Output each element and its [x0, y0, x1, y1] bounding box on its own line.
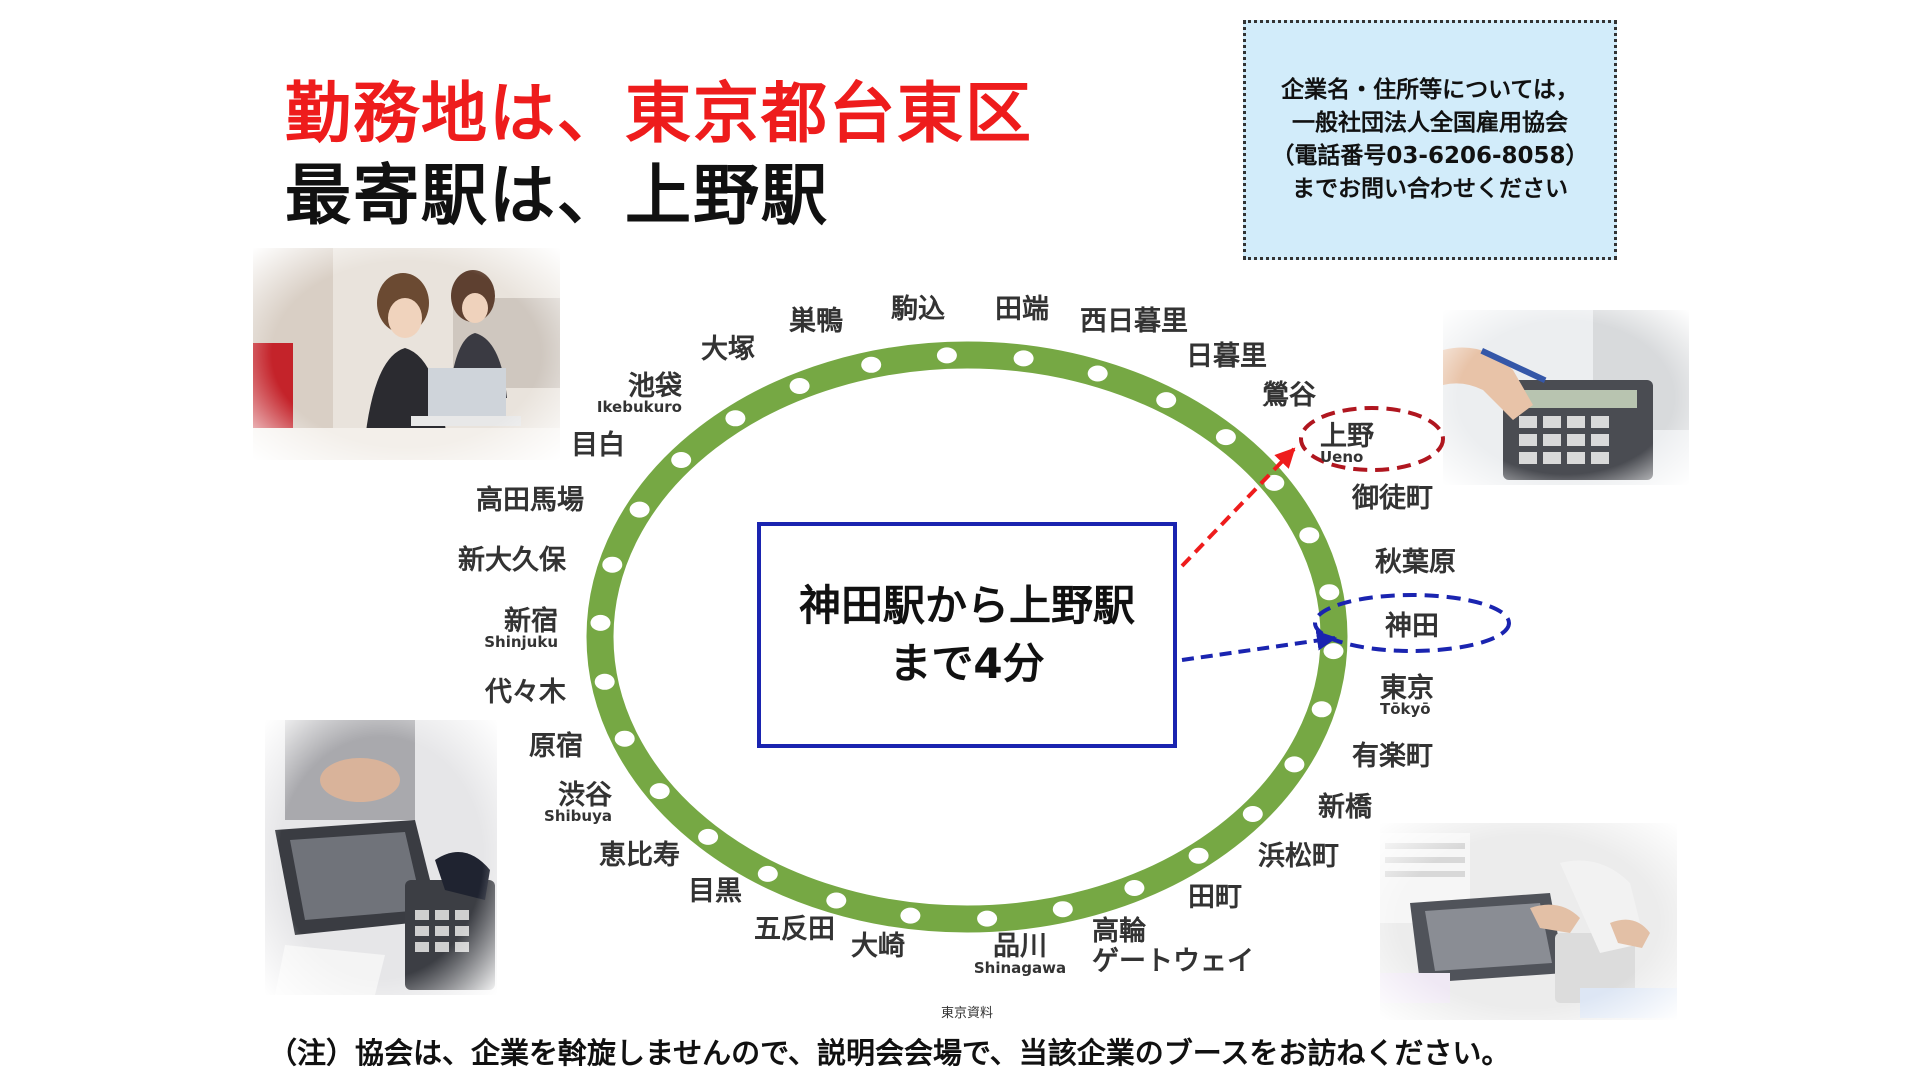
station-dot	[1052, 901, 1073, 918]
station-dot	[1156, 392, 1177, 409]
station-label-nishinippori: 西日暮里	[1080, 306, 1188, 337]
station-dot	[757, 865, 778, 882]
station-label-shibuya-en: Shibuya	[544, 807, 612, 825]
station-label-takanawa-2: ゲートウェイ	[1092, 946, 1254, 977]
ueno-highlight-oval	[1299, 406, 1445, 472]
station-dot	[1215, 429, 1236, 446]
station-label-ikebukuro-en: Ikebukuro	[597, 398, 682, 416]
station-label-tabata: 田端	[995, 294, 1049, 325]
contact-box: 企業名・住所等については， 一般社団法人全国雇用協会 （電話番号03-6206-…	[1243, 20, 1617, 260]
travel-time-line-1: 神田駅から上野駅	[798, 581, 1135, 630]
station-label-ebisu: 恵比寿	[599, 840, 680, 871]
station-dot	[936, 347, 957, 364]
station-label-komagome: 駒込	[891, 294, 945, 325]
station-dot	[977, 910, 998, 927]
station-label-nippori: 日暮里	[1186, 341, 1267, 372]
station-dot	[698, 828, 719, 845]
station-dot	[594, 673, 615, 690]
station-dot	[1264, 474, 1285, 491]
station-label-tokyo-en: Tōkyō	[1380, 700, 1431, 718]
station-dot	[1319, 584, 1340, 601]
station-label-uguisudani: 鶯谷	[1262, 380, 1317, 411]
station-dot	[602, 556, 623, 573]
contact-line: 一般社団法人全国雇用協会	[1292, 110, 1568, 136]
station-dot	[614, 730, 635, 747]
station-label-yurakucho: 有楽町	[1352, 741, 1433, 772]
station-label-okachimachi: 御徒町	[1351, 483, 1433, 514]
station-label-sugamo: 巣鴨	[788, 306, 843, 337]
station-dot	[1323, 643, 1344, 660]
station-label-otsuka: 大塚	[701, 334, 755, 365]
station-dots	[590, 347, 1344, 927]
station-dot	[789, 378, 810, 394]
arrow-to-kanda	[1181, 630, 1337, 662]
station-label-mejiro: 目白	[571, 429, 625, 461]
station-label-shinagawa-en: Shinagawa	[974, 959, 1066, 977]
station-label-yoyogi: 代々木	[484, 677, 566, 708]
station-label-ueno: 上野	[1320, 421, 1374, 452]
headline-location: 勤務地は、東京都台東区	[285, 75, 1033, 152]
station-label-shimbashi: 新橋	[1318, 791, 1373, 823]
paperwork-calculator-photo	[1380, 823, 1677, 1020]
station-label-kanda: 神田	[1385, 611, 1439, 642]
station-dot	[1013, 350, 1034, 367]
headline-nearest-station: 最寄駅は、上野駅	[285, 157, 829, 234]
footnote: （注）協会は、企業を斡旋しませんので、説明会会場で、当該企業のブースをお訪ねくだ…	[268, 1036, 1511, 1070]
station-label-takadanobaba: 高田馬場	[476, 484, 584, 516]
station-label-gotanda: 五反田	[754, 914, 835, 945]
contact-line: 企業名・住所等については，	[1281, 77, 1579, 103]
station-label-akihabara: 秋葉原	[1375, 547, 1456, 578]
station-label-shinagawa: 品川	[993, 931, 1047, 962]
station-label-tokyo: 東京	[1380, 672, 1434, 704]
station-label-shibuya: 渋谷	[558, 780, 613, 811]
station-dot	[590, 614, 611, 631]
calculator-hands-photo	[1443, 310, 1689, 485]
travel-time-box: 神田駅から上野駅 まで4分	[757, 522, 1177, 748]
station-label-shinjuku-en: Shinjuku	[484, 633, 558, 651]
station-label-takanawa-1: 高輪	[1092, 915, 1147, 947]
station-dot	[671, 452, 692, 468]
station-label-shinjuku: 新宿	[504, 605, 558, 637]
station-label-ueno-en: Ueno	[1320, 448, 1363, 466]
station-label-meguro: 目黒	[688, 876, 742, 907]
travel-time-line-2: まで4分	[889, 639, 1045, 688]
station-dot	[1087, 365, 1108, 382]
kanda-highlight-oval	[1313, 593, 1511, 653]
station-dot	[861, 356, 882, 373]
station-dot	[1299, 527, 1320, 544]
contact-line: （電話番号03-6206-8058）	[1271, 143, 1589, 169]
station-label-shinokubo: 新大久保	[458, 544, 567, 576]
contact-line: までお問い合わせください	[1292, 176, 1568, 202]
station-dot	[725, 410, 746, 427]
station-dot	[1284, 756, 1305, 773]
laptop-calculator-desk-photo	[265, 720, 497, 995]
station-dot	[1242, 806, 1263, 822]
station-dot	[1124, 880, 1145, 896]
station-dot	[629, 501, 650, 518]
station-dot	[1311, 701, 1332, 718]
station-dot	[826, 892, 847, 909]
station-label-harajuku: 原宿	[529, 730, 583, 762]
station-label-osaki: 大崎	[851, 931, 905, 962]
station-label-hamamatsucho: 浜松町	[1258, 841, 1339, 872]
arrow-to-ueno	[1180, 447, 1296, 568]
station-label-ikebukuro: 池袋	[628, 371, 683, 402]
office-workers-laptop-photo	[253, 248, 560, 460]
station-label-tamachi: 田町	[1188, 882, 1242, 913]
station-dot	[649, 783, 670, 800]
station-dot	[900, 907, 921, 924]
station-dot	[1188, 847, 1209, 864]
credit-text: 東京資料	[941, 1005, 993, 1021]
